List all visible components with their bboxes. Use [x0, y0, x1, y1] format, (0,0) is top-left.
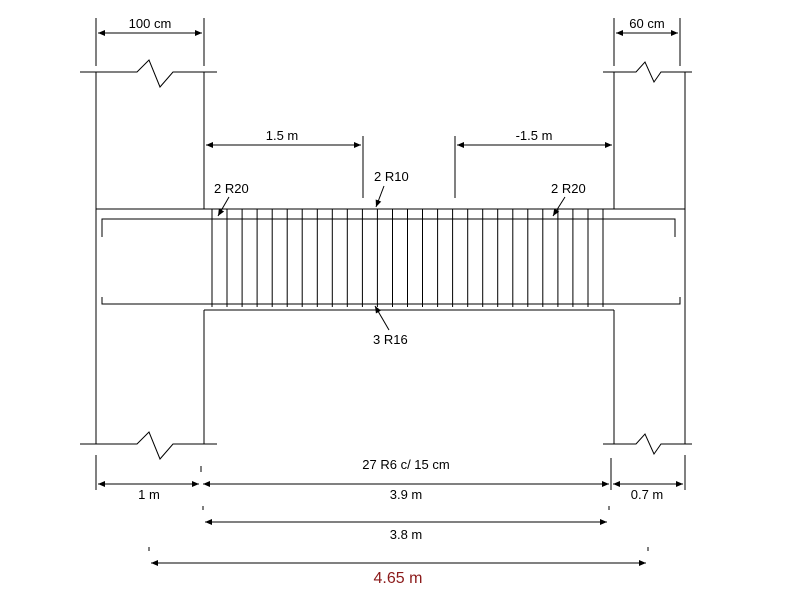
rebar-cage: [101, 218, 681, 305]
dim-right-column-width: 60 cm: [613, 16, 681, 66]
right-column-width-label: 60 cm: [629, 16, 664, 31]
dim-left-column-width: 100 cm: [95, 16, 205, 66]
right-bottom-label: 0.7 m: [631, 487, 664, 502]
left-bottom-label: 1 m: [138, 487, 160, 502]
clear-span-label: 3.8 m: [390, 527, 423, 542]
callout-bottom: 3 R16: [373, 305, 408, 347]
callout-top-mid: 2 R10: [374, 169, 409, 208]
top-rebar-line: [101, 218, 676, 237]
right-column: [603, 61, 692, 456]
left-column: [80, 59, 217, 460]
dim-bottom-chain: 27 R6 c/ 15 cm 1 m 3.9 m 0.7 m: [95, 455, 686, 502]
callout-top-right: 2 R20: [551, 181, 586, 217]
rebar-top-mid-label: 2 R10: [374, 169, 409, 184]
stirrup-spec-label: 27 R6 c/ 15 cm: [362, 457, 449, 472]
left-column-width-label: 100 cm: [129, 16, 172, 31]
dim-total-span: 4.65 m: [148, 547, 649, 587]
dim-clear-span: 3.8 m: [202, 506, 610, 542]
dim-left-zone: 1.5 m: [206, 128, 364, 198]
rebar-top-left-label: 2 R20: [214, 181, 249, 196]
stirrup-group: [211, 209, 604, 307]
left-zone-label: 1.5 m: [266, 128, 299, 143]
total-span-label: 4.65 m: [374, 570, 423, 587]
rebar-top-right-label: 2 R20: [551, 181, 586, 196]
middle-bottom-label: 3.9 m: [390, 487, 423, 502]
bottom-rebar-line: [101, 297, 681, 305]
rebar-bottom-label: 3 R16: [373, 332, 408, 347]
callout-top-left: 2 R20: [214, 181, 249, 217]
beam-outline: [96, 208, 685, 311]
right-zone-label: -1.5 m: [516, 128, 553, 143]
dim-right-zone: -1.5 m: [454, 128, 612, 198]
